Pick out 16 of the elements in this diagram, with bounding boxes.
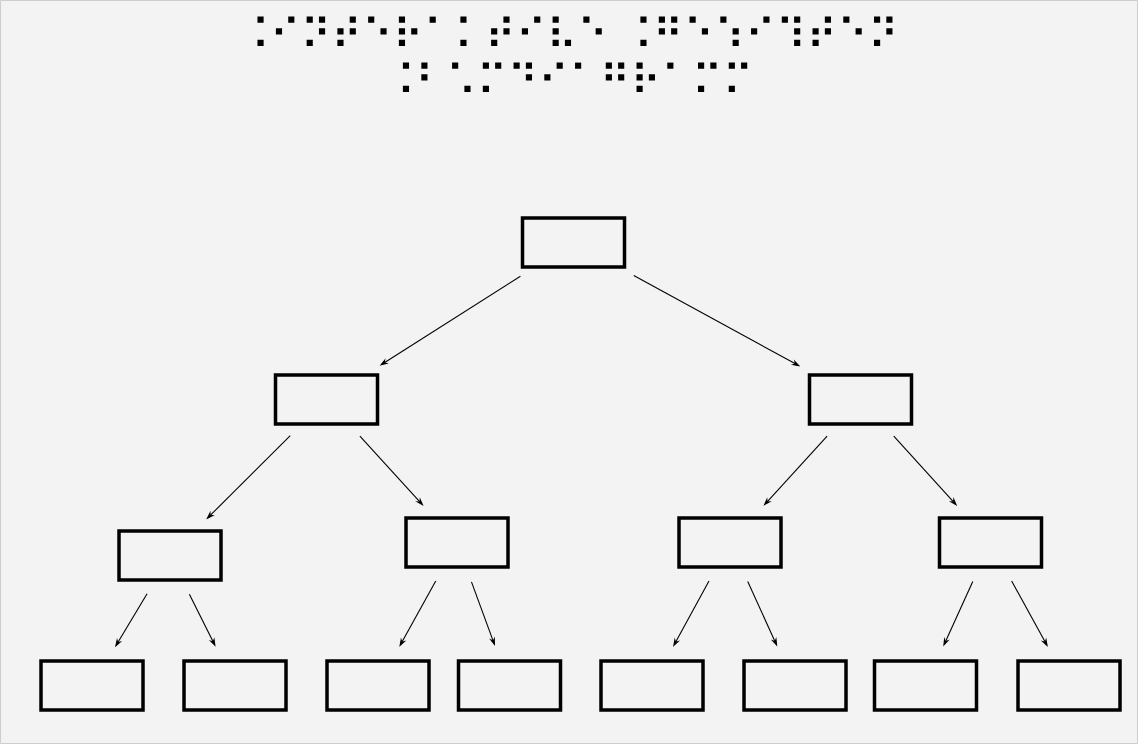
empty-box bbox=[599, 659, 705, 712]
empty-box bbox=[742, 659, 848, 712]
empty-box bbox=[273, 373, 380, 426]
empty-box bbox=[325, 659, 431, 712]
empty-box bbox=[937, 516, 1044, 569]
title: ⠨⠊⠝⠞⠑⠗⠁⠅⠞⠊⠧⠑ ⠨⠛⠑⠱⠊⠹⠞⠑⠝ ⠨⠃⠡⠍⠙⠊⠁⠛⠗⠁⠍⠍ bbox=[257, 16, 893, 92]
empty-box bbox=[117, 529, 223, 582]
empty-box bbox=[520, 216, 627, 269]
empty-box bbox=[872, 659, 979, 712]
empty-box bbox=[677, 516, 783, 569]
empty-box bbox=[39, 659, 145, 712]
empty-box bbox=[807, 373, 914, 426]
empty-box bbox=[1016, 659, 1122, 712]
empty-box bbox=[456, 659, 563, 712]
empty-box bbox=[404, 516, 510, 569]
empty-box bbox=[182, 659, 288, 712]
